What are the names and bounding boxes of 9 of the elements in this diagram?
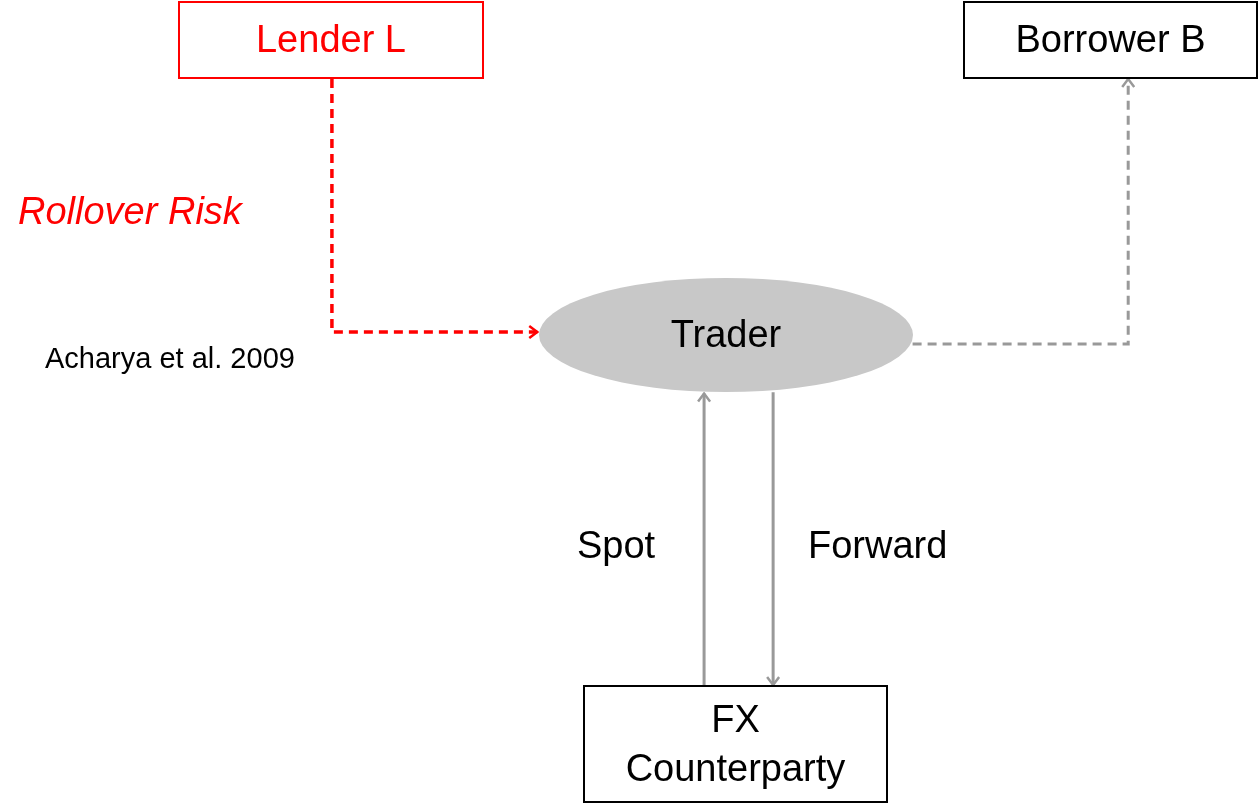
arrow	[696, 392, 712, 685]
entity-box: FX Counterparty	[583, 685, 888, 803]
entity-ellipse: Trader	[539, 278, 913, 392]
citation-note: Acharya et al. 2009	[45, 344, 295, 373]
arrow	[912, 77, 1136, 346]
arrow	[765, 392, 781, 687]
entity-box: Borrower B	[963, 1, 1258, 79]
entity-box: Lender L	[178, 1, 484, 79]
arrow	[330, 79, 539, 340]
